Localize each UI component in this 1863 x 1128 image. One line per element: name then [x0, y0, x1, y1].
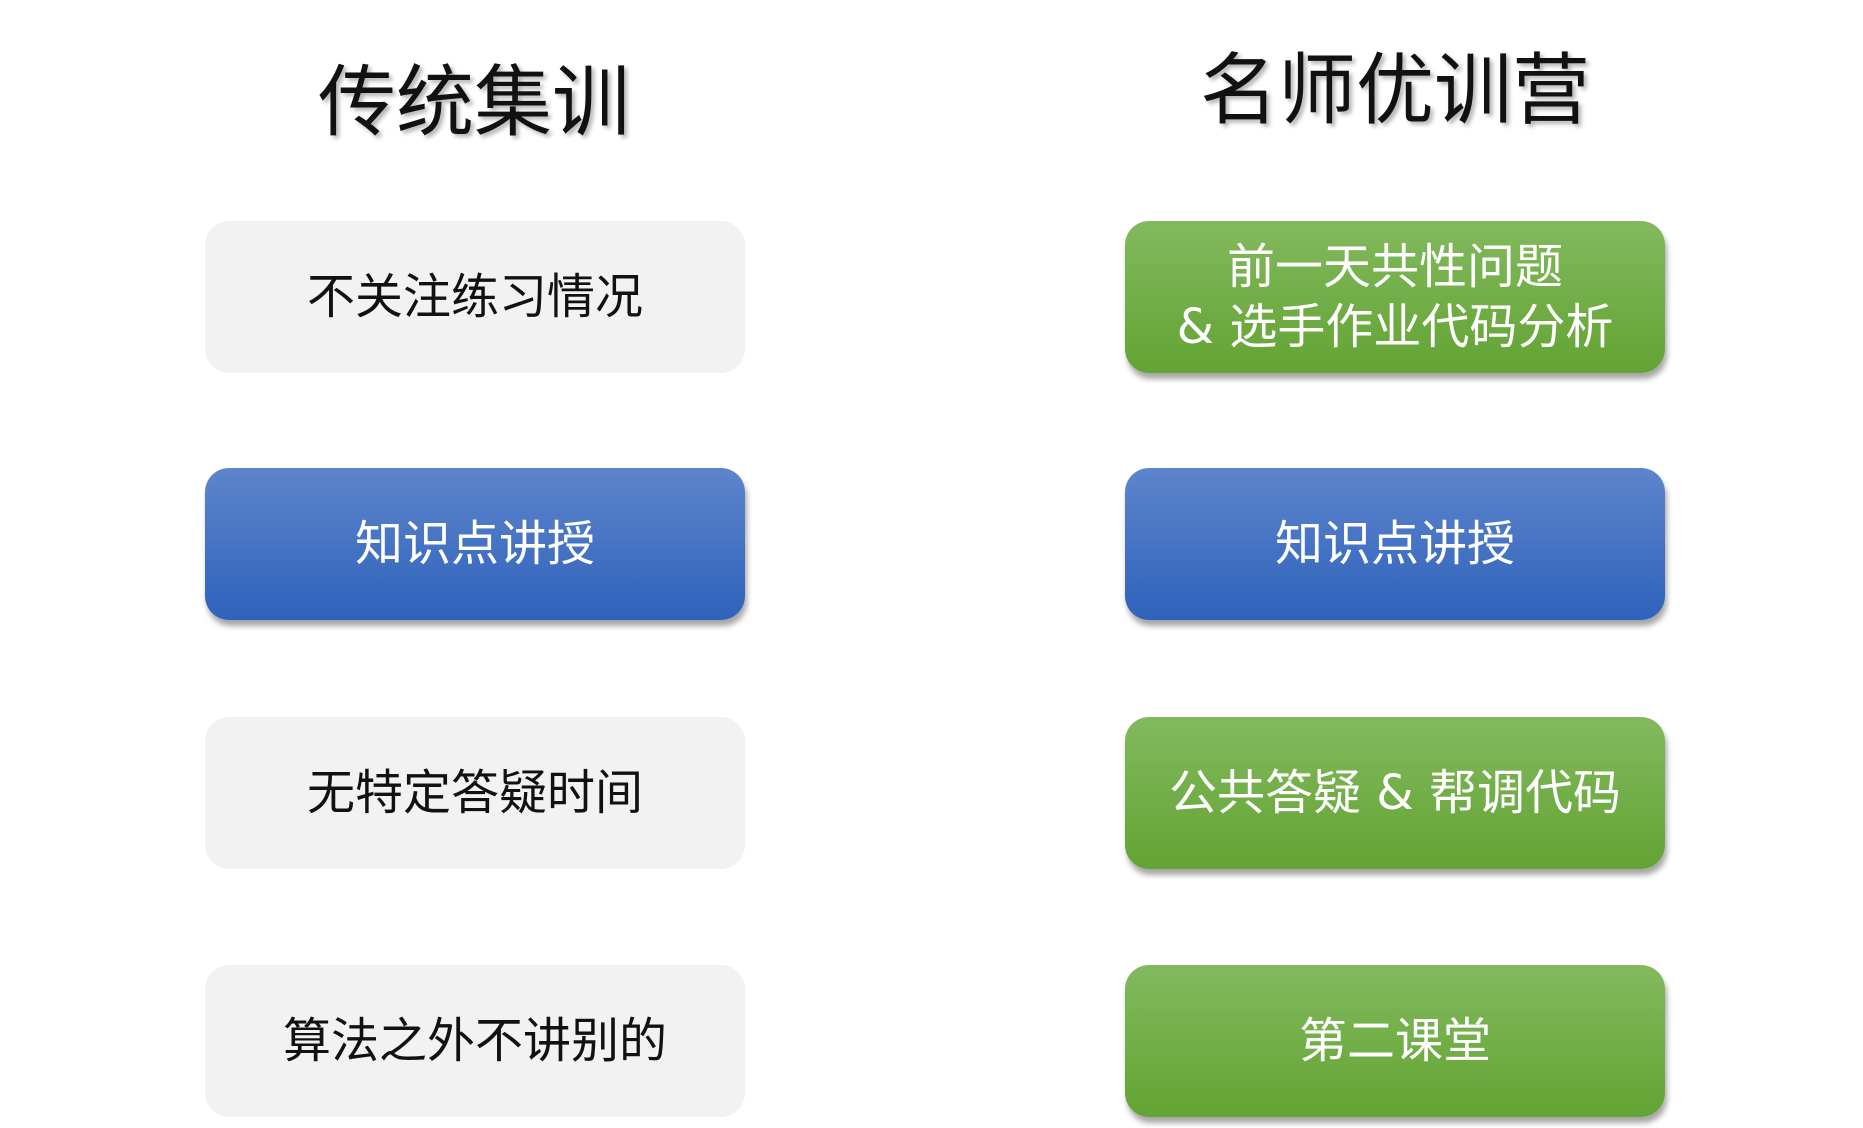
- camp-item-qa-debug: 公共答疑 & 帮调代码: [1125, 717, 1665, 869]
- left-column-title: 传统集训: [317, 58, 630, 148]
- camp-item-lecture: 知识点讲授: [1125, 468, 1665, 620]
- traditional-item-practice: 不关注练习情况: [205, 221, 745, 373]
- traditional-item-lecture: 知识点讲授: [205, 468, 745, 620]
- traditional-item-algorithms-only: 算法之外不讲别的: [205, 965, 745, 1117]
- camp-item-code-analysis: 前一天共性问题 & 选手作业代码分析: [1125, 221, 1665, 373]
- traditional-item-qa: 无特定答疑时间: [205, 717, 745, 869]
- camp-item-second-classroom: 第二课堂: [1125, 965, 1665, 1117]
- right-column-title: 名师优训营: [1199, 46, 1590, 136]
